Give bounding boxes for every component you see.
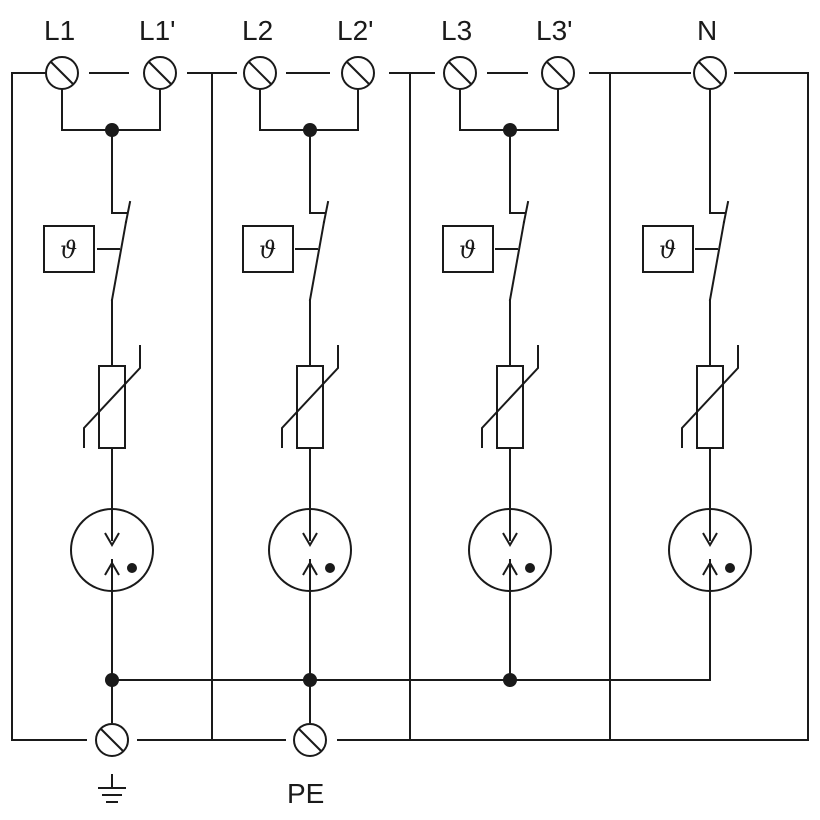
terminal-label-N: N [697, 15, 717, 46]
enclosure-frame [11, 72, 809, 741]
terminal-label-L2p: L2' [337, 15, 374, 46]
screw-terminal-icon [143, 56, 177, 90]
screw-terminal-icon [693, 56, 727, 90]
screw-terminal-icon [45, 56, 79, 90]
surge-protective-path [668, 129, 752, 592]
screw-terminal-icon [293, 723, 327, 757]
terminal-label-PE: PE [287, 778, 324, 809]
svg-text:ϑ: ϑ [459, 236, 476, 264]
screw-terminal-icon [95, 723, 129, 757]
screw-terminal-icon [443, 56, 477, 90]
junction-dot [303, 673, 317, 687]
junction-dot [503, 673, 517, 687]
bottom-terminals [95, 723, 327, 757]
surge-protective-path [268, 129, 352, 592]
surge-protective-path [70, 129, 154, 592]
thermal-disconnector-icon: ϑ [442, 225, 494, 273]
thermal-disconnector-icon: ϑ [242, 225, 294, 273]
surge-protective-path [468, 129, 552, 592]
svg-text:ϑ: ϑ [659, 236, 676, 264]
thermal-disconnector-icon: ϑ [642, 225, 694, 273]
top-labels: L1 L1' L2 L2' L3 L3' N [44, 15, 717, 46]
module-N: ϑ [111, 88, 752, 681]
bottom-bus [105, 673, 517, 723]
screw-terminal-icon [243, 56, 277, 90]
thermal-disconnector-icon: ϑ [43, 225, 95, 273]
module-L2: ϑ [242, 88, 359, 723]
terminal-label-L3: L3 [441, 15, 472, 46]
module-L1: ϑ [43, 88, 161, 681]
terminal-label-L1: L1 [44, 15, 75, 46]
terminal-label-L3p: L3' [536, 15, 573, 46]
screw-terminal-icon [541, 56, 575, 90]
svg-text:ϑ: ϑ [259, 236, 276, 264]
terminal-label-L1p: L1' [139, 15, 176, 46]
screw-terminal-icon [341, 56, 375, 90]
svg-text:ϑ: ϑ [60, 236, 77, 264]
terminal-label-L2: L2 [242, 15, 273, 46]
ground-icon [98, 774, 126, 803]
module-L3: ϑ [442, 88, 559, 681]
